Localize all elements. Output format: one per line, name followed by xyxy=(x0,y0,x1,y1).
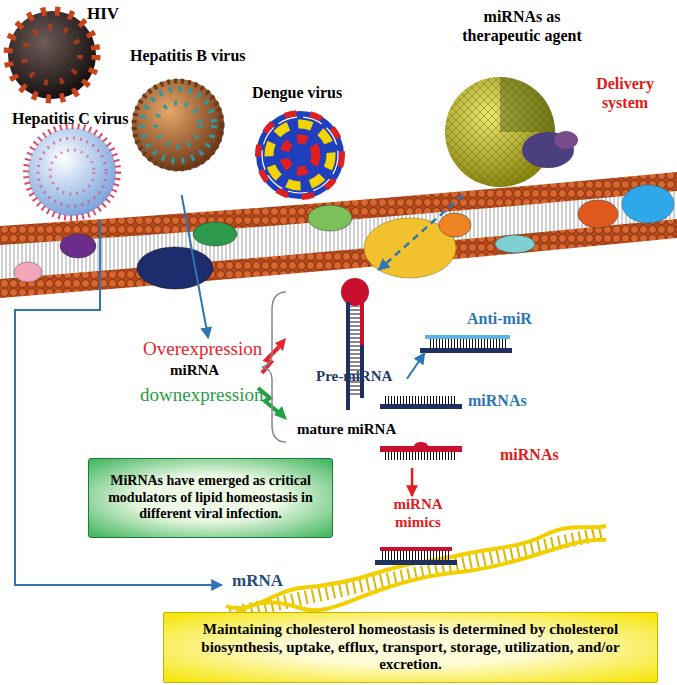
connector-arrow xyxy=(15,220,222,585)
virus-node: Hepatitis C virus xyxy=(8,110,153,220)
virus-surface xyxy=(134,81,222,169)
membrane-protein xyxy=(622,185,674,223)
virus-surface xyxy=(258,113,342,197)
virus-spikes xyxy=(24,27,80,83)
nanoparticle xyxy=(445,77,555,187)
node-text: Maintaining cholesterol homeostasis is d… xyxy=(172,621,649,674)
virus-spikes xyxy=(50,150,94,194)
node-text: miRNAs xyxy=(500,446,565,465)
helix-rungs xyxy=(230,533,604,614)
strand-bases xyxy=(385,452,457,460)
hairpin-strand xyxy=(360,302,364,345)
virus-spikes xyxy=(26,126,118,218)
membrane-protein xyxy=(60,234,96,258)
virus-surface xyxy=(269,124,331,186)
connector-arrow xyxy=(407,353,425,379)
membrane-protein xyxy=(308,205,352,231)
node-text: mRNA xyxy=(232,571,302,591)
node-text: Anti-miR xyxy=(467,310,537,329)
virus-hiv xyxy=(8,11,96,99)
membrane-protein xyxy=(14,262,42,282)
node-text: Hepatitis B virus xyxy=(130,47,280,66)
membrane-protein xyxy=(578,200,618,228)
membrane-protein xyxy=(439,213,471,237)
virus-dengue xyxy=(256,111,344,199)
mirna-strand xyxy=(420,348,512,353)
virus-surface xyxy=(284,139,316,171)
membrane-protein xyxy=(137,247,213,289)
nanoparticle-cutaway xyxy=(500,77,555,132)
cargo xyxy=(554,131,578,149)
note-box: MiRNAs have emerged as critical modulato… xyxy=(88,458,333,538)
virus-spikes xyxy=(38,138,106,206)
helix-strand xyxy=(226,540,606,622)
membrane-protein xyxy=(495,235,535,253)
target-strand xyxy=(375,560,457,565)
node-text: miRNA xyxy=(170,362,250,380)
delivery-system-node: miRNAs as therapeutic agentDelivery syst… xyxy=(440,5,670,195)
text-label: mature miRNA xyxy=(297,421,417,438)
node-text: downexpression xyxy=(140,384,275,406)
connector-arrow xyxy=(411,468,414,496)
duplex-pairs xyxy=(382,551,450,560)
down-arrow-head xyxy=(274,406,287,420)
helix-strand xyxy=(226,526,606,608)
node-text: miRNAs as therapeutic agent xyxy=(458,8,586,46)
hairpin-strand xyxy=(346,302,350,410)
hairpin-loop xyxy=(341,278,369,306)
anti-mir-strand xyxy=(425,335,510,339)
virus-surface xyxy=(156,103,200,147)
node-text: HIV xyxy=(87,4,137,24)
strand-bases xyxy=(385,396,457,404)
strand-node: miRNAs xyxy=(375,390,540,414)
membrane-protein xyxy=(193,222,237,246)
nanoparticle-mesh xyxy=(445,77,555,187)
virus-node: Hepatitis B virus xyxy=(130,45,285,195)
strand-bump xyxy=(414,442,428,450)
mimic-strand xyxy=(380,547,452,551)
bracket xyxy=(262,292,286,442)
node-text: Hepatitis C virus xyxy=(12,110,153,129)
node-text: MiRNAs have emerged as critical modulato… xyxy=(96,473,325,523)
virus-surface xyxy=(262,117,338,193)
node-text: Overexpression xyxy=(143,338,273,360)
strand-node: miRNAs xyxy=(375,440,565,468)
note-box: Maintaining cholesterol homeostasis is d… xyxy=(163,612,658,683)
virus-node: Dengue virus xyxy=(250,84,355,204)
connector-arrow xyxy=(182,195,209,338)
virus-spikes xyxy=(8,11,96,99)
node-text: miRNAs xyxy=(468,392,540,411)
node-text: Pre-miRNA xyxy=(316,368,406,386)
connector-arrow xyxy=(379,195,464,270)
node-text: Dengue virus xyxy=(252,84,355,103)
node-text: Delivery system xyxy=(585,75,665,113)
virus-hbv xyxy=(132,79,224,171)
virus-node: HIV xyxy=(5,0,150,102)
hairpin-node: Pre-miRNA xyxy=(312,270,407,415)
up-arrow-head xyxy=(275,338,286,351)
expression-group: Overexpression miRNA downexpression xyxy=(140,338,295,423)
duplex-node: Anti-miR xyxy=(415,310,535,353)
duplex-pairs xyxy=(428,339,508,348)
duplex-node: miRNA mimics xyxy=(375,496,460,568)
mirna-strand xyxy=(380,404,462,409)
node-text: miRNA mimics xyxy=(385,496,451,531)
virus-surface xyxy=(142,89,214,161)
